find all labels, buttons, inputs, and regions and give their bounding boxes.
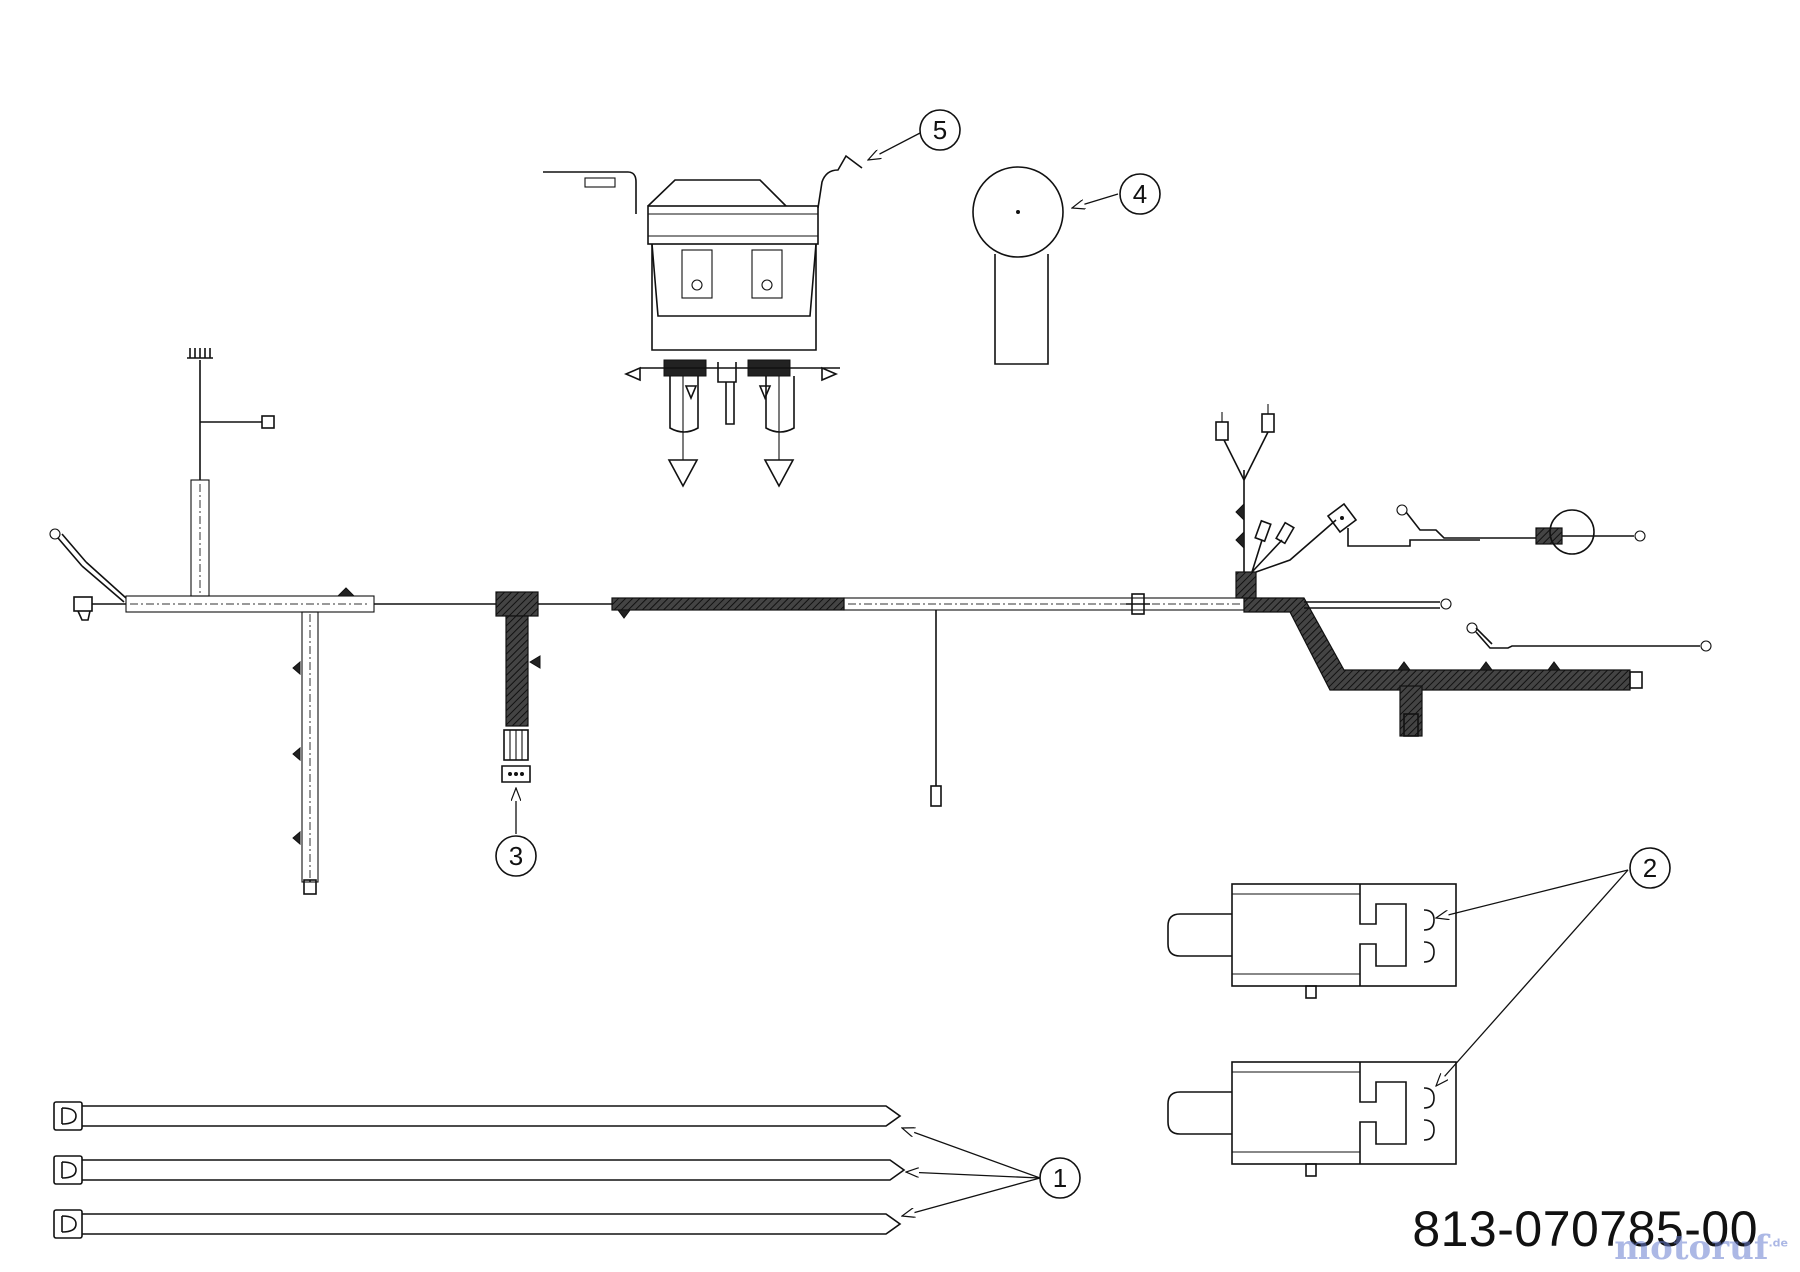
switch-connector-upper [1167, 883, 1457, 999]
leader-lines [516, 131, 1629, 1216]
callout-3-label: 3 [509, 841, 523, 871]
watermark-logo: motoruf.de [1614, 1228, 1788, 1268]
diagram-part-number: 813-070785-00 [1412, 1201, 1758, 1257]
watermark-brand: motoruf [1614, 1228, 1769, 1268]
round-bulb-cap [972, 166, 1064, 365]
watermark-suffix: .de [1768, 1236, 1788, 1250]
callout-2: 2 [1629, 847, 1671, 889]
callout-3: 3 [495, 835, 537, 877]
cable-tie-1 [53, 1101, 902, 1131]
cable-tie-3 [53, 1209, 902, 1239]
callout-5-label: 5 [933, 115, 947, 145]
callout-1-label: 1 [1053, 1163, 1067, 1193]
switch-connector-lower [1167, 1061, 1457, 1177]
callout-1: 1 [1039, 1157, 1081, 1199]
callout-4: 4 [1119, 173, 1161, 215]
cable-tie-2 [53, 1155, 906, 1185]
main-wiring-harness [49, 348, 1712, 895]
callout-5: 5 [919, 109, 961, 151]
callout-4-label: 4 [1133, 179, 1147, 209]
callout-2-label: 2 [1643, 853, 1657, 883]
ignition-switch-assembly [543, 154, 863, 488]
